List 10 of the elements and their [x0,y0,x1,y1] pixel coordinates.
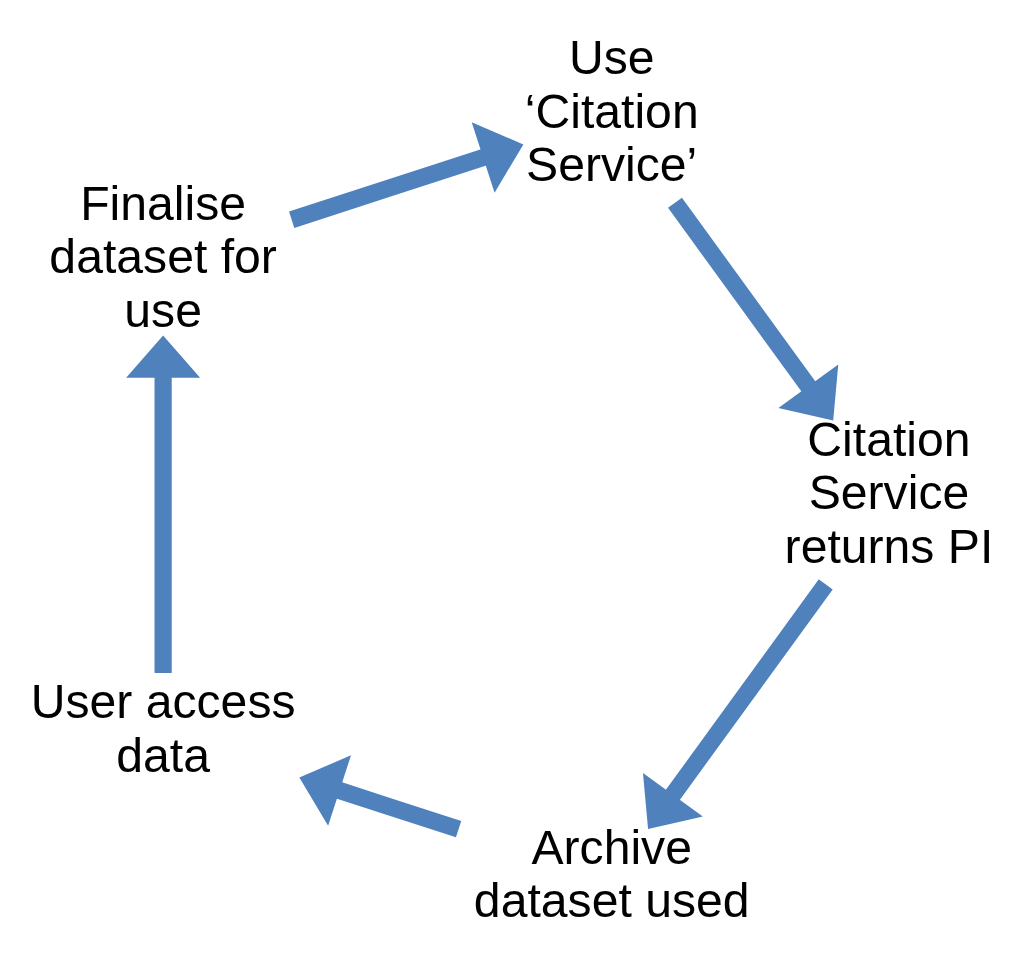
arrow [289,122,524,228]
node-text: Archive dataset used [473,820,750,928]
arrow [126,335,201,673]
node-text: User access data [30,674,296,782]
arrow [299,755,462,838]
arrow [642,579,833,829]
arrow [668,197,839,421]
node-text: Citation Service returns PI [784,411,994,573]
node-text: Use ‘Citation Service’ [524,30,699,191]
node-text: Finalise dataset for use [49,176,277,337]
